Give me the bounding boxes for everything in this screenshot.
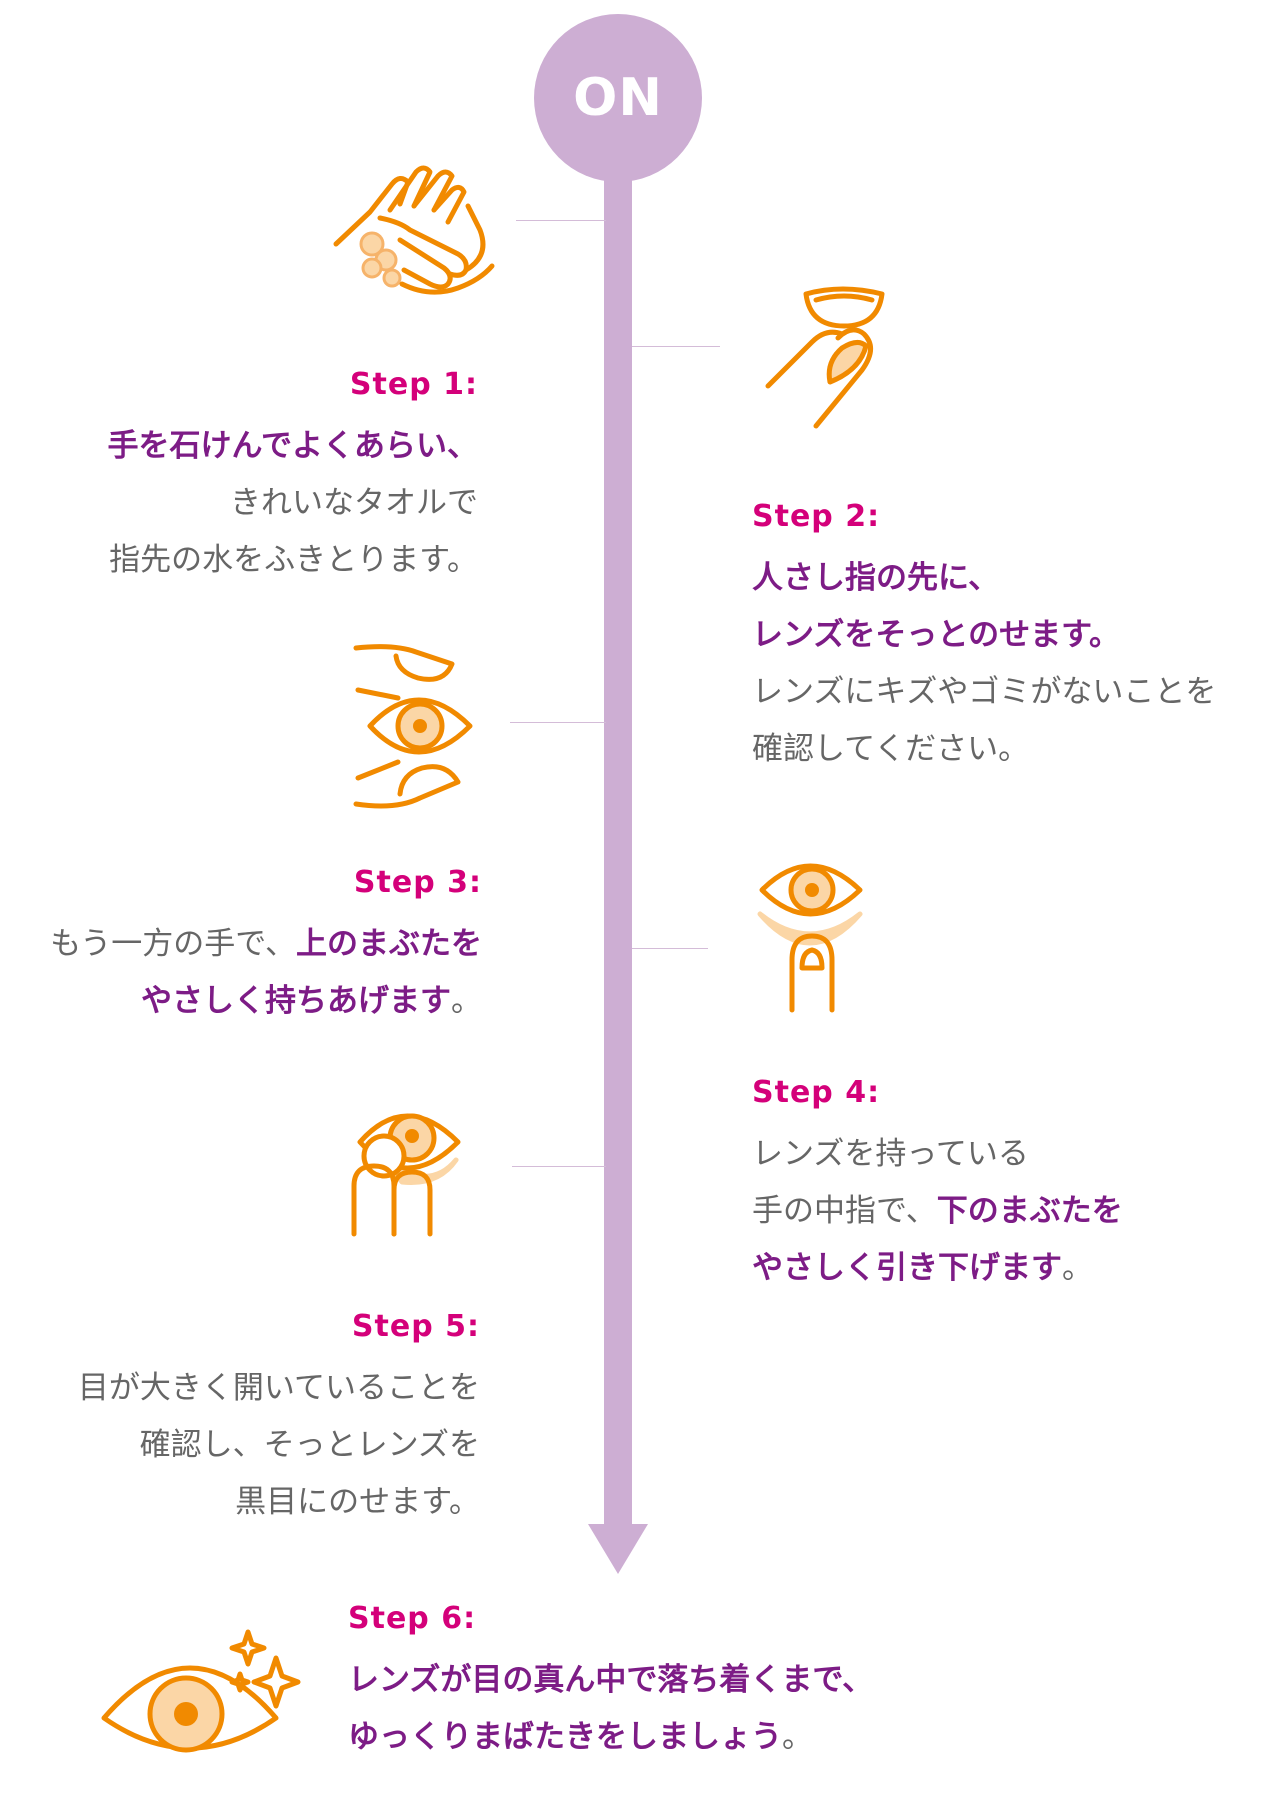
step-line: もう一方の手で、上のまぶたを — [0, 916, 482, 973]
step-text: レンズを持っている — [752, 1136, 1029, 1172]
step-text: 指先の水をふきとります。 — [109, 542, 478, 578]
step-line: レンズを持っている — [752, 1126, 1280, 1183]
step-1-text: Step 1: 手を石けんでよくあらい、きれいなタオルで指先の水をふきとります。 — [0, 370, 478, 589]
connector-step-5 — [512, 1166, 606, 1167]
step-label: Step 6: — [348, 1601, 477, 1636]
step-line: 確認し、そっとレンズを — [0, 1417, 480, 1474]
timeline-arrow-icon — [588, 1524, 648, 1574]
step-emphasis-text: やさしく持ちあげます — [141, 983, 451, 1019]
connector-step-2 — [632, 346, 720, 347]
step-4-text: Step 4: レンズを持っている手の中指で、下のまぶたをやさしく引き下げます。 — [752, 1078, 1280, 1297]
step-emphasis-text: 下のまぶたを — [936, 1193, 1123, 1229]
timeline-line — [604, 168, 632, 1530]
eye-fingers-open-icon — [353, 644, 478, 810]
step-text: 確認してください。 — [752, 731, 1030, 767]
step-6-text: Step 6: レンズが目の真ん中で落ち着くまで、ゆっくりまばたきをしましょう。 — [348, 1604, 1228, 1766]
step-line: 手を石けんでよくあらい、 — [0, 418, 478, 475]
sparkling-eye-icon — [100, 1628, 301, 1758]
step-label: Step 4: — [752, 1075, 881, 1110]
on-badge: ON — [534, 14, 702, 182]
step-body: もう一方の手で、上のまぶたをやさしく持ちあげます。 — [0, 916, 482, 1030]
connector-step-4 — [632, 948, 708, 949]
step-line: 目が大きく開いていることを — [0, 1360, 480, 1417]
step-5-text: Step 5: 目が大きく開いていることを確認し、そっとレンズを黒目にのせます。 — [0, 1312, 480, 1531]
step-text: 目が大きく開いていることを — [77, 1370, 480, 1406]
step-text: 。 — [1062, 1250, 1093, 1286]
step-label: Step 2: — [752, 499, 881, 534]
hand-washing-icon — [330, 160, 500, 300]
step-line: やさしく引き下げます。 — [752, 1240, 1280, 1297]
lens-insertion-icon — [346, 1102, 468, 1238]
step-emphasis-text: 上のまぶたを — [296, 926, 482, 962]
step-3-text: Step 3: もう一方の手で、上のまぶたをやさしく持ちあげます。 — [0, 868, 482, 1030]
step-emphasis-text: 人さし指の先に、 — [752, 560, 1000, 596]
step-line: やさしく持ちあげます。 — [0, 973, 482, 1030]
eye-lower-lid-finger-icon — [752, 848, 872, 1013]
step-text: 黒目にのせます。 — [235, 1484, 480, 1520]
lens-on-fingertip-icon — [760, 282, 900, 432]
step-text: きれいなタオルで — [230, 485, 478, 521]
step-line: 確認してください。 — [752, 721, 1280, 778]
step-body: 人さし指の先に、レンズをそっとのせます。レンズにキズやゴミがないことを確認してく… — [752, 550, 1280, 778]
step-emphasis-text: やさしく引き下げます — [752, 1250, 1062, 1286]
step-emphasis-text: ゆっくりまばたきをしましょう — [348, 1719, 782, 1755]
connector-step-1 — [516, 220, 606, 221]
step-line: 手の中指で、下のまぶたを — [752, 1183, 1280, 1240]
step-line: レンズをそっとのせます。 — [752, 607, 1280, 664]
step-emphasis-text: 手を石けんでよくあらい、 — [107, 428, 478, 464]
step-body: レンズを持っている手の中指で、下のまぶたをやさしく引き下げます。 — [752, 1126, 1280, 1297]
step-line: きれいなタオルで — [0, 475, 478, 532]
connector-step-3 — [510, 722, 606, 723]
on-label: ON — [573, 68, 663, 128]
step-text: 手の中指で、 — [752, 1193, 937, 1229]
step-line: 黒目にのせます。 — [0, 1474, 480, 1531]
step-text: レンズにキズやゴミがないことを — [752, 674, 1217, 710]
step-line: 指先の水をふきとります。 — [0, 532, 478, 589]
step-body: 手を石けんでよくあらい、きれいなタオルで指先の水をふきとります。 — [0, 418, 478, 589]
step-body: レンズが目の真ん中で落ち着くまで、ゆっくりまばたきをしましょう。 — [348, 1652, 1228, 1766]
step-text: 。 — [782, 1719, 813, 1755]
step-emphasis-text: レンズが目の真ん中で落ち着くまで、 — [348, 1662, 874, 1698]
step-line: ゆっくりまばたきをしましょう。 — [348, 1709, 1228, 1766]
step-label: Step 1: — [349, 367, 478, 402]
step-line: レンズにキズやゴミがないことを — [752, 664, 1280, 721]
step-label: Step 5: — [351, 1309, 480, 1344]
step-body: 目が大きく開いていることを確認し、そっとレンズを黒目にのせます。 — [0, 1360, 480, 1531]
step-text: 。 — [451, 983, 482, 1019]
step-label: Step 3: — [353, 865, 482, 900]
step-2-text: Step 2: 人さし指の先に、レンズをそっとのせます。レンズにキズやゴミがない… — [752, 502, 1280, 778]
step-text: もう一方の手で、 — [50, 926, 296, 962]
step-emphasis-text: レンズをそっとのせます。 — [752, 617, 1120, 653]
step-line: 人さし指の先に、 — [752, 550, 1280, 607]
step-line: レンズが目の真ん中で落ち着くまで、 — [348, 1652, 1228, 1709]
step-text: 確認し、そっとレンズを — [139, 1427, 480, 1463]
